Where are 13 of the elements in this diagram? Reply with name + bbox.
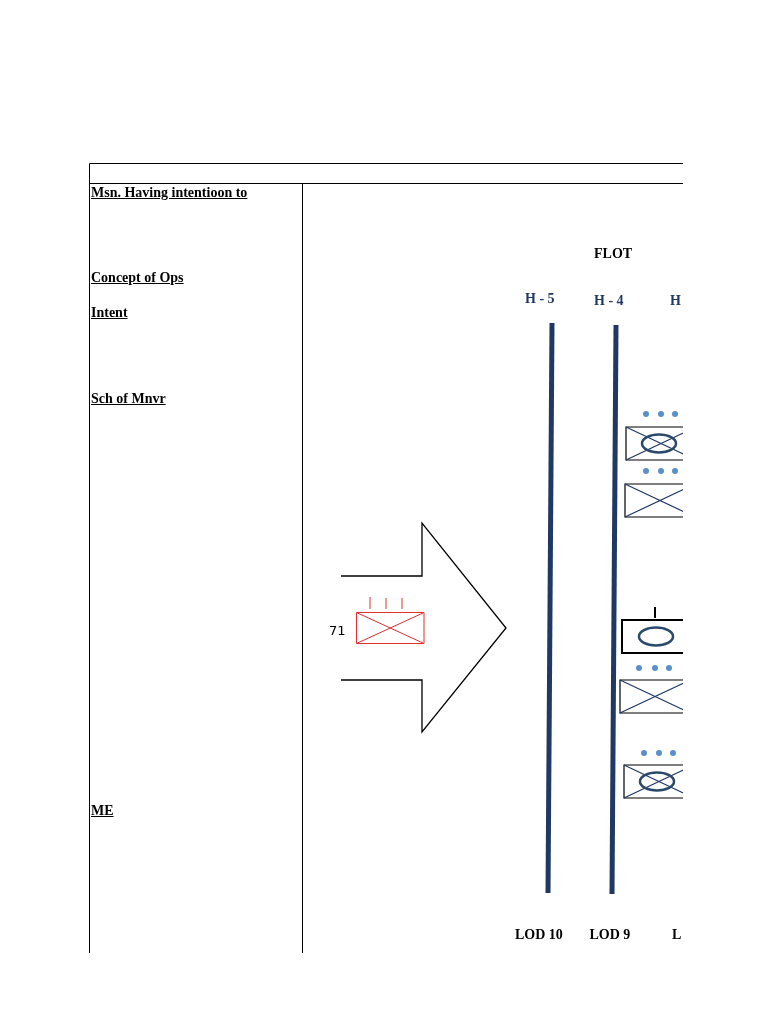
unit-number: 71 [329, 623, 346, 639]
phase-label: H - 5 [525, 291, 555, 307]
field-heading: Intent [91, 305, 128, 321]
phase-label: H - 4 [594, 293, 624, 309]
field-heading: Sch of Mnvr [91, 391, 166, 407]
field-heading: Concept of Ops [91, 270, 184, 286]
field-heading: ME [91, 803, 114, 819]
line-label: FLOT [594, 246, 633, 262]
line-label: LOD 9 [589, 927, 631, 943]
phase-label: H [670, 293, 681, 309]
line-label: L [672, 927, 682, 943]
field-heading: Msn. Having intentioon to [91, 185, 248, 201]
line-label: LOD 10 [515, 927, 563, 943]
